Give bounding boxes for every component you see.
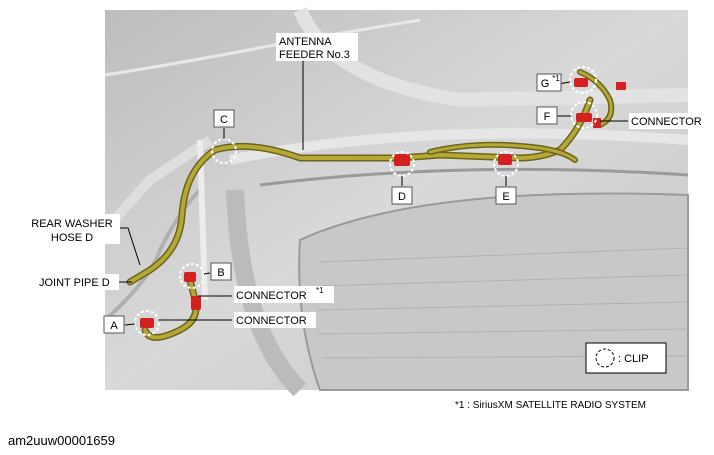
clip-markers [140,78,626,328]
point-label-g-text: G [541,78,550,90]
label-antenna-feeder: ANTENNA FEEDER No.3 [276,33,358,61]
clip-legend-text: : CLIP [618,353,649,365]
clip-circles [134,66,598,336]
point-label-b: B [210,262,232,281]
figure-id: am2uuw00001659 [8,433,115,448]
point-label-b-text: B [217,267,224,279]
point-label-g-superscript: *1 [552,74,560,83]
point-label-g: G *1 [536,73,562,92]
label-connector-lower: CONNECTOR [234,312,316,328]
point-label-c: C [213,109,235,128]
label-connector-right-text: CONNECTOR [631,116,702,128]
point-label-c-text: C [220,114,228,126]
point-label-f-text: F [544,111,551,123]
label-joint-pipe-text: JOINT PIPE D [39,277,110,289]
point-label-e: E [495,186,517,205]
label-joint-pipe: JOINT PIPE D [37,274,119,290]
label-connector-satellite-superscript: *1 [316,286,324,295]
point-label-e-text: E [502,191,509,203]
leader-lines [119,60,628,326]
label-connector-satellite-text: CONNECTOR [236,290,307,302]
point-label-d-text: D [398,191,406,203]
point-label-f: F [536,106,558,125]
label-rear-washer: REAR WASHER HOSE D [25,214,120,244]
point-label-a-text: A [110,320,118,332]
rear-glass [298,192,689,391]
clip-legend-symbol [595,348,615,368]
footnote: *1 : SiriusXM SATELLITE RADIO SYSTEM [455,400,646,411]
point-label-a: A [103,315,125,334]
clip-legend: : CLIP [585,342,667,374]
label-antenna-feeder-line2: FEEDER No.3 [279,49,350,61]
label-rear-washer-line1: REAR WASHER [31,218,113,230]
label-connector-satellite: CONNECTOR *1 [234,286,334,303]
label-connector-lower-text: CONNECTOR [236,315,307,327]
point-label-d: D [391,186,413,205]
label-rear-washer-line2: HOSE D [51,232,93,244]
label-connector-right: CONNECTOR [629,113,714,129]
label-antenna-feeder-line1: ANTENNA [279,36,332,48]
